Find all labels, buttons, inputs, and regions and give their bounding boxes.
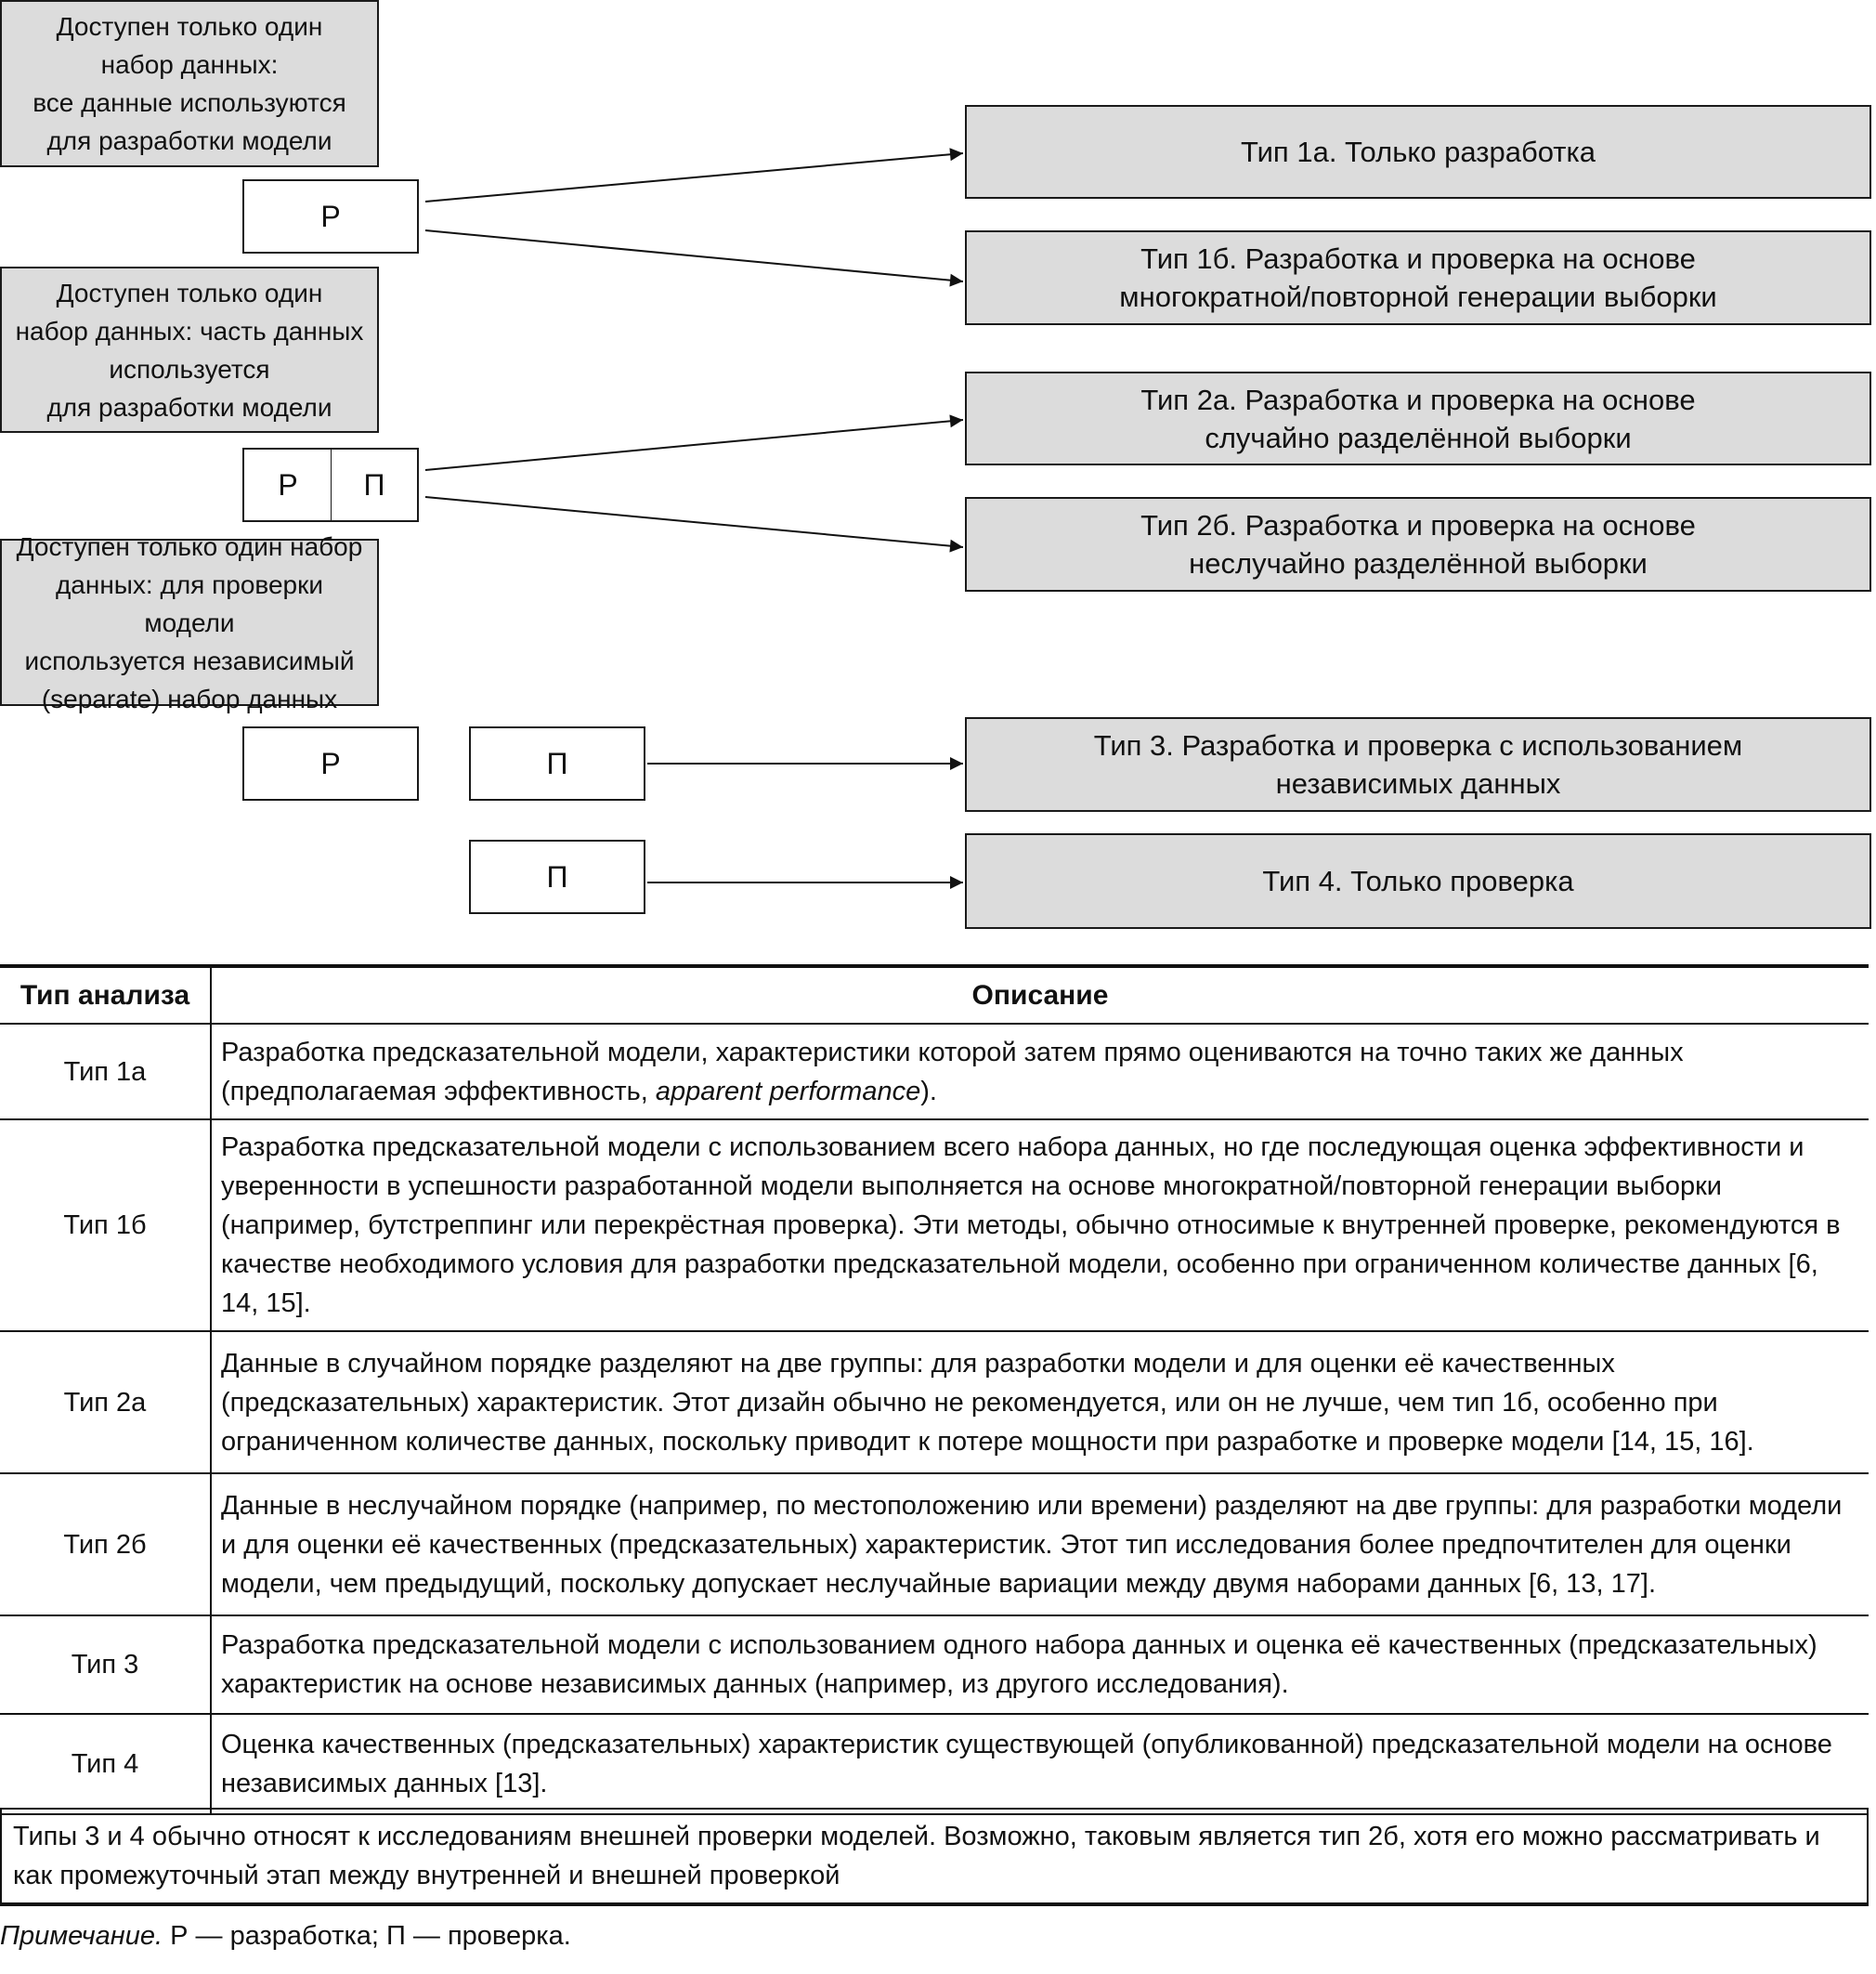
row-description: Разработка предсказательной модели с исп… <box>211 1615 1869 1715</box>
footnote-text: Р — разработка; П — проверка. <box>163 1921 571 1951</box>
table-row: Тип 2а Данные в случайном порядке раздел… <box>0 1331 1869 1474</box>
table-row: Тип 2б Данные в неслучайном порядке (нап… <box>0 1473 1869 1616</box>
arrows-layer <box>424 148 964 889</box>
row-description: Данные в случайном порядке разделяют на … <box>211 1331 1869 1474</box>
row-type: Тип 1а <box>0 1024 212 1120</box>
type-box-3: Тип 3. Разработка и проверка с использов… <box>965 717 1871 812</box>
arrow-to-type-2a <box>424 414 964 471</box>
type-box-2b: Тип 2б. Разработка и проверка на основе … <box>965 497 1871 592</box>
row-description: Разработка предсказательной модели, хара… <box>211 1024 1869 1120</box>
table-row: Тип 1б Разработка предсказательной модел… <box>0 1119 1869 1332</box>
arrow-to-type-1b <box>424 229 964 287</box>
row-description: Данные в неслучайном порядке (например, … <box>211 1473 1869 1616</box>
footnote-label: Примечание. <box>0 1921 163 1951</box>
source-box-part-development: Доступен только один набор данных: часть… <box>0 267 379 433</box>
arrow-to-type-2b <box>424 496 964 553</box>
row-type: Тип 1б <box>0 1119 212 1332</box>
type-box-1a: Тип 1а. Только разработка <box>965 105 1871 199</box>
type-box-2a: Тип 2а. Разработка и проверка на основе … <box>965 372 1871 465</box>
type-box-4: Тип 4. Только проверка <box>965 833 1871 929</box>
data-box-validation-2: П <box>331 448 419 522</box>
row-type: Тип 4 <box>0 1714 212 1815</box>
row-type: Тип 3 <box>0 1615 212 1715</box>
table-row: Тип 1а Разработка предсказательной модел… <box>0 1024 1869 1120</box>
data-box-validation-4: П <box>469 840 645 914</box>
table-row: Тип 3 Разработка предсказательной модели… <box>0 1615 1869 1715</box>
data-box-development-2: Р <box>242 448 332 522</box>
table-row: Тип 4 Оценка качественных (предсказатель… <box>0 1714 1869 1815</box>
row-type: Тип 2а <box>0 1331 212 1474</box>
source-box-separate-validation: Доступен только один набор данных: для п… <box>0 532 379 713</box>
table-header-row: Тип анализа Описание <box>0 964 1869 1025</box>
header-description: Описание <box>211 964 1869 1025</box>
type-box-1b: Тип 1б. Разработка и проверка на основе … <box>965 230 1871 325</box>
source-box-all-development: Доступен только один набор данных: все д… <box>0 0 379 167</box>
row-description: Оценка качественных (предсказательных) х… <box>211 1714 1869 1815</box>
data-box-development-3: Р <box>242 726 419 801</box>
footnote: Примечание. Р — разработка; П — проверка… <box>0 1921 571 1952</box>
header-analysis-type: Тип анализа <box>0 964 212 1025</box>
table-footer-note: Типы 3 и 4 обычно относят к исследования… <box>0 1808 1869 1906</box>
data-box-validation-3: П <box>469 726 645 801</box>
row-type: Тип 2б <box>0 1473 212 1616</box>
arrow-to-type-1a <box>424 148 964 203</box>
data-box-development-1: Р <box>242 179 419 254</box>
row-description: Разработка предсказательной модели с исп… <box>211 1119 1869 1332</box>
analysis-types-table: Тип анализа Описание Тип 1а Разработка п… <box>0 964 1869 1815</box>
